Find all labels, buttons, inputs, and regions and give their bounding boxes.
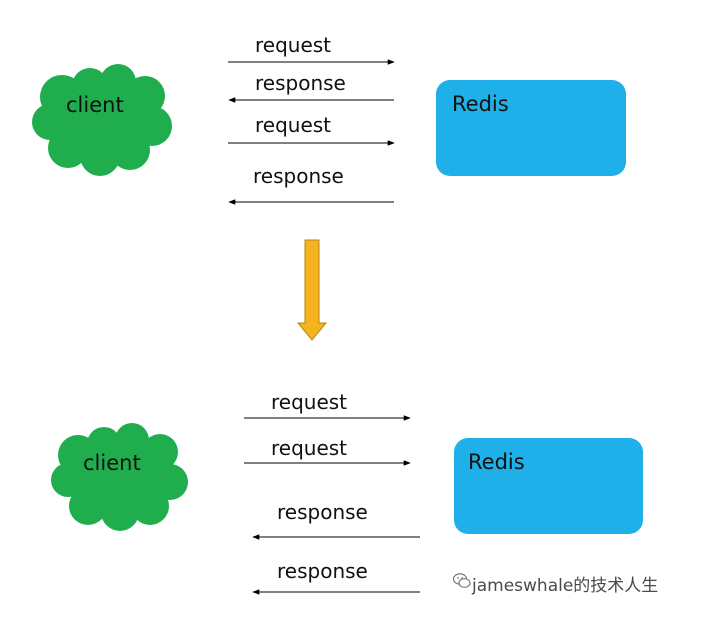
top-redis-box: Redis — [436, 80, 626, 176]
top-client-label: client — [66, 93, 124, 117]
top-msg-label-3: request — [255, 113, 331, 137]
top-msg-label-1: request — [255, 33, 331, 57]
bottom-messages: request request response response — [244, 390, 420, 595]
transition-arrow-icon — [296, 239, 328, 341]
bottom-msg-label-3: response — [277, 500, 368, 524]
wechat-icon — [452, 573, 471, 588]
top-client-cloud: client — [32, 64, 172, 176]
bottom-client-cloud: client — [51, 423, 188, 531]
top-redis-label: Redis — [452, 92, 509, 116]
watermark-text: jameswhale的技术人生 — [472, 576, 659, 596]
bottom-redis-label: Redis — [468, 450, 525, 474]
bottom-client-label: client — [83, 451, 141, 475]
bottom-msg-label-1: request — [271, 390, 347, 414]
top-messages: request response request response — [228, 33, 395, 205]
bottom-redis-box: Redis — [454, 438, 643, 534]
bottom-msg-label-4: response — [277, 559, 368, 583]
top-msg-label-4: response — [253, 164, 344, 188]
bottom-msg-label-2: request — [271, 436, 347, 460]
top-msg-label-2: response — [255, 71, 346, 95]
